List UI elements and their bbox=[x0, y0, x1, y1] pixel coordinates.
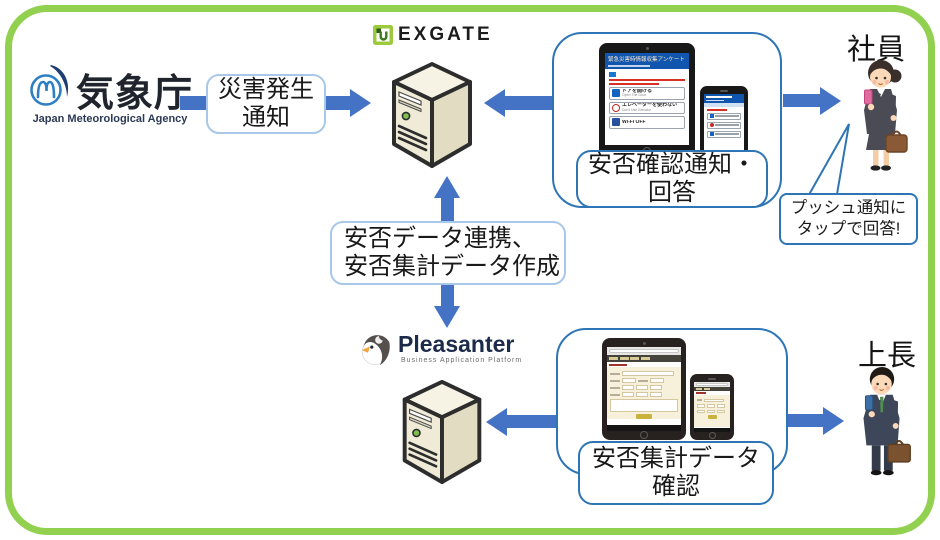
employee-label: 社員 bbox=[847, 34, 906, 66]
survey-button-no-elevator[interactable]: エレベーターを使わない Don't Use Elevator bbox=[609, 101, 685, 114]
exgate-brand-text: EXGATE bbox=[398, 24, 493, 45]
phone-home-button bbox=[708, 431, 716, 439]
jma-subtitle: Japan Meteorological Agency bbox=[32, 113, 188, 125]
arrow-panel-to-manager-head bbox=[823, 406, 844, 435]
tablet-survey-screen: 緊急災害時情報収集アンケート ドアを開ける Open The Door エレベー… bbox=[605, 53, 689, 145]
phone-survey bbox=[700, 86, 748, 161]
summary-form bbox=[607, 367, 681, 419]
door-icon bbox=[612, 89, 620, 98]
phone-speaker bbox=[720, 90, 728, 92]
label-data-link: 安否データ連携、 安否集計データ作成 bbox=[330, 221, 566, 285]
phone-summary bbox=[690, 374, 734, 440]
survey-header: 緊急災害時情報収集アンケート bbox=[605, 53, 689, 69]
arrow-panel-to-exgate-body bbox=[505, 96, 553, 110]
employee-illustration bbox=[864, 60, 908, 171]
survey-warning-line bbox=[609, 78, 685, 81]
survey-step-chip bbox=[609, 71, 616, 77]
jma-mark-icon bbox=[30, 65, 69, 106]
arrow-panel-to-exgate-head bbox=[484, 89, 505, 117]
survey-title: 緊急災害時情報収集アンケート bbox=[608, 57, 685, 63]
survey-warning-line bbox=[609, 82, 660, 85]
exgate-server-icon bbox=[392, 62, 472, 168]
pleasanter-penguin-icon bbox=[361, 335, 390, 366]
pleasanter-server-icon bbox=[402, 379, 482, 485]
survey-mini-button[interactable] bbox=[707, 112, 741, 120]
tablet-home-button bbox=[640, 430, 648, 439]
app-nav-bar bbox=[607, 355, 681, 362]
exgate-logo: EXGATE bbox=[373, 24, 493, 46]
manager-illustration bbox=[863, 366, 911, 476]
tablet-survey: 緊急災害時情報収集アンケート ドアを開ける Open The Door エレベー… bbox=[599, 43, 695, 157]
phone-summary-screen bbox=[694, 382, 730, 432]
browser-url-bar[interactable] bbox=[609, 349, 679, 353]
arrow-panel-to-manager-body bbox=[788, 414, 824, 427]
arrow-panel-to-employee-head bbox=[820, 86, 841, 115]
jma-logo: 気象庁 Japan Meteorological Agency bbox=[26, 64, 206, 134]
pleasanter-tagline: Business Application Platform bbox=[401, 357, 523, 364]
arrow-jma-to-exgate-head bbox=[350, 89, 371, 117]
label-summary-check: 安否集計データ 確認 bbox=[578, 441, 774, 505]
form-submit-button[interactable] bbox=[636, 414, 652, 419]
arrow-data-link-up-head bbox=[434, 176, 460, 198]
survey-subtitle-bar bbox=[608, 64, 650, 67]
browser-bottom-bar bbox=[607, 425, 681, 431]
browser-toolbar bbox=[607, 347, 681, 355]
app-nav-tab[interactable] bbox=[640, 356, 650, 361]
arrow-panel-to-pleasanter-head bbox=[486, 407, 507, 436]
label-disaster-notice: 災害発生 通知 bbox=[206, 74, 326, 134]
no-elevator-icon bbox=[612, 103, 620, 112]
app-breadcrumb bbox=[607, 362, 681, 367]
survey-mini-button[interactable] bbox=[707, 130, 741, 138]
form-submit-button[interactable] bbox=[707, 415, 717, 419]
tablet-camera-dot bbox=[642, 342, 646, 345]
arrow-panel-to-employee-body bbox=[783, 94, 821, 107]
pleasanter-logo: Pleasanter Business Application Platform bbox=[358, 329, 521, 374]
phone-speaker bbox=[708, 378, 716, 380]
survey-mini-button[interactable] bbox=[707, 121, 741, 129]
green-frame-border bbox=[5, 5, 935, 535]
callout-pointer bbox=[804, 123, 850, 201]
tablet-camera-dot bbox=[645, 47, 649, 50]
tablet-summary-screen bbox=[607, 347, 681, 431]
label-safety-notify-answer: 安否確認通知・ 回答 bbox=[576, 150, 768, 208]
exgate-icon bbox=[373, 25, 393, 45]
wifi-icon bbox=[612, 118, 620, 127]
jma-title: 気象庁 bbox=[76, 73, 194, 115]
phone-survey-screen bbox=[704, 94, 744, 152]
app-nav-tab[interactable] bbox=[619, 356, 629, 361]
callout-push-notification: プッシュ通知に タップで回答! bbox=[779, 193, 918, 245]
survey-button-open-door[interactable]: ドアを開ける Open The Door bbox=[609, 87, 685, 100]
arrow-panel-to-pleasanter-body bbox=[507, 415, 557, 428]
tablet-summary bbox=[602, 338, 686, 440]
pleasanter-brand-text: Pleasanter bbox=[398, 331, 515, 357]
survey-button-wifi-off[interactable]: Wi-Fi OFF bbox=[609, 116, 685, 129]
app-nav-tab[interactable] bbox=[630, 356, 639, 361]
app-nav-tab[interactable] bbox=[609, 356, 618, 361]
arrow-data-link-down-head bbox=[434, 306, 460, 328]
manager-label: 上長 bbox=[858, 340, 917, 372]
